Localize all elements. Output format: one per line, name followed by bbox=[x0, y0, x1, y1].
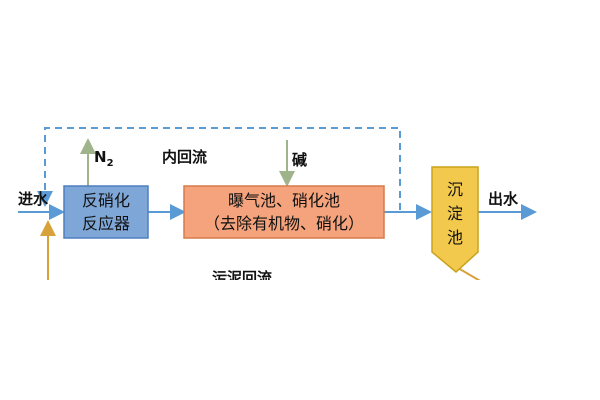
outlet-label: 出水 bbox=[488, 190, 519, 208]
aeration-label-line1: 曝气池、硝化池 bbox=[228, 191, 340, 210]
aeration-nitrification-box bbox=[183, 185, 385, 239]
internal-reflux-line bbox=[37, 127, 401, 210]
internal-reflux-label: 内回流 bbox=[162, 148, 207, 166]
alkali-label: 碱 bbox=[292, 151, 307, 169]
inlet-label: 进水 bbox=[18, 190, 49, 208]
sludge-return-line-right bbox=[457, 267, 483, 283]
n2-label-main: N bbox=[94, 148, 107, 166]
sedimentation-char-1: 沉 bbox=[447, 180, 463, 199]
n2-label: N2 bbox=[94, 148, 114, 169]
n2-label-sub: 2 bbox=[107, 158, 114, 169]
denitrification-label-line1: 反硝化 bbox=[82, 191, 130, 210]
sedimentation-char-3: 池 bbox=[447, 228, 463, 247]
bottom-crop bbox=[0, 280, 600, 400]
denitrification-label-line2: 反应器 bbox=[82, 214, 130, 233]
denitrification-reactor-box bbox=[63, 185, 149, 239]
aeration-label-line2: （去除有机物、硝化） bbox=[204, 214, 364, 233]
sedimentation-tank bbox=[431, 166, 479, 273]
sedimentation-char-2: 淀 bbox=[447, 204, 463, 223]
